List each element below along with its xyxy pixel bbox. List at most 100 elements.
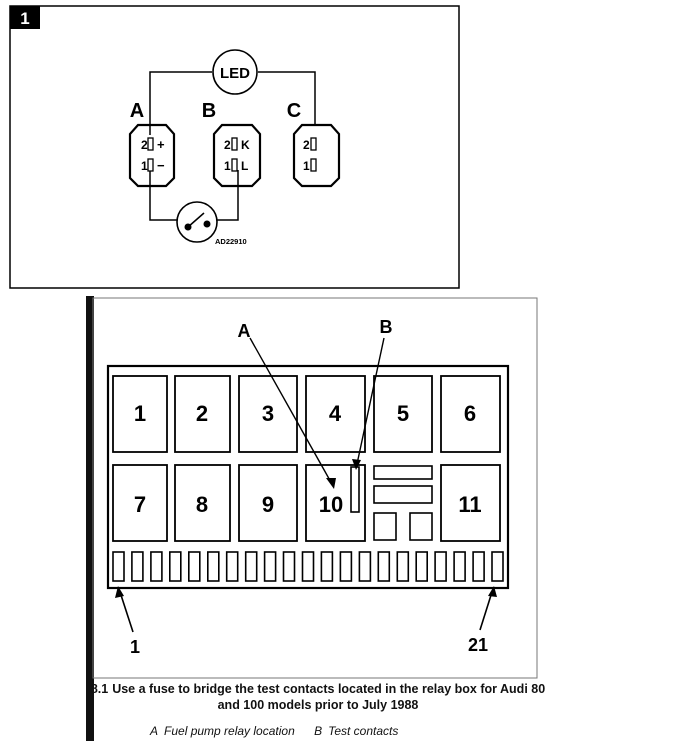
connector-c-label: C — [287, 100, 301, 122]
fuse-slot — [320, 551, 334, 582]
legend-text-a: Fuel pump relay location — [164, 724, 295, 738]
fuse-21-pointer — [479, 591, 493, 631]
connector-a-pin1-label: 1 — [141, 159, 148, 173]
fuse-slot — [396, 551, 410, 582]
relay-9-number: 9 — [262, 492, 274, 517]
relay-10-number: 10 — [319, 492, 343, 517]
figure-legend: A Fuel pump relay location B Test contacts — [150, 724, 404, 738]
fuse-21-arrowhead — [488, 586, 497, 597]
wire-a-to-led — [149, 71, 212, 135]
relay-10 — [305, 464, 366, 542]
fuse-slot — [188, 551, 201, 582]
relay-9 — [238, 464, 298, 542]
fuse-1-arrowhead — [115, 586, 124, 598]
connector-a-housing — [128, 123, 176, 188]
connector-a-pin1-symbol: − — [157, 158, 165, 173]
led-symbol — [212, 49, 258, 95]
led-label: LED — [220, 65, 250, 82]
legend-key-a: A — [150, 724, 159, 738]
relay-4-number: 4 — [329, 401, 342, 426]
figure-1-frame — [9, 5, 460, 289]
connector-a-pin1 — [147, 158, 154, 172]
fuse-slot — [169, 551, 182, 582]
relay-2-number: 2 — [196, 401, 208, 426]
connector-b-pin2-symbol: K — [241, 138, 250, 152]
pointer-b-arrowhead — [352, 459, 361, 470]
fuse-slot — [282, 551, 296, 582]
relay-5-number: 5 — [397, 401, 409, 426]
fuse-slot — [377, 551, 391, 582]
fuse-strip — [112, 551, 504, 582]
block-small-1 — [373, 465, 433, 480]
connector-b-pin1 — [231, 158, 238, 172]
connector-b-pin2-label: 2 — [224, 138, 231, 152]
relay-5 — [373, 375, 433, 453]
connector-b-pin1-symbol: L — [241, 159, 248, 173]
binding-edge — [86, 296, 94, 741]
relay-6 — [440, 375, 501, 453]
pointer-a-label: A — [238, 321, 251, 341]
relay-8-number: 8 — [196, 492, 208, 517]
pointer-b-line — [356, 337, 385, 465]
fuse-slot — [358, 551, 372, 582]
fuse-1-label: 1 — [130, 637, 140, 657]
fuse-slot — [225, 551, 239, 582]
relay-box — [106, 364, 510, 590]
figure-2-frame — [92, 297, 538, 679]
fuse-slot — [244, 551, 258, 582]
legend-text-b: Test contacts — [328, 724, 399, 738]
connector-c-pin1 — [310, 158, 317, 172]
relay-3 — [238, 375, 298, 453]
connector-c-pin2-label: 2 — [303, 138, 310, 152]
fuse-1-pointer — [119, 591, 134, 633]
fuse-slot — [415, 551, 429, 582]
fuse-21-label: 21 — [468, 635, 488, 655]
relay-2 — [174, 375, 231, 453]
figure-1-badge: 1 — [20, 9, 29, 28]
wire-led-to-c — [258, 71, 316, 125]
connector-a-pin2-symbol: + — [157, 137, 165, 152]
connector-b-pin2 — [231, 137, 238, 151]
figure-code: AD22910 — [215, 237, 247, 246]
fuse-slot — [339, 551, 353, 582]
figure-1: 1 LED AD22910 A 2 + 1 − B 2 K 1 L C — [9, 5, 460, 289]
relay-6-number: 6 — [464, 401, 476, 426]
relay-7 — [112, 464, 168, 542]
connector-b-housing — [212, 123, 262, 188]
relay-3-number: 3 — [262, 401, 274, 426]
switch-symbol — [176, 201, 218, 243]
caption-figure-number: 8.1 — [90, 682, 109, 696]
relay-4 — [305, 375, 366, 453]
pointer-a-line — [249, 337, 333, 485]
connector-a-pin2 — [147, 137, 154, 151]
block-small-2 — [373, 485, 433, 504]
connector-b-pin1-label: 1 — [224, 159, 231, 173]
fuse-slot — [263, 551, 277, 582]
fuse-slot — [472, 551, 485, 582]
fuse-slot — [150, 551, 163, 582]
connector-c-pin1-label: 1 — [303, 159, 310, 173]
pointer-a-arrowhead — [326, 478, 336, 489]
connector-c-housing — [292, 123, 341, 188]
fuse-slot — [453, 551, 466, 582]
figure-1-badge-bg — [10, 6, 40, 29]
block-small-4 — [409, 512, 433, 541]
legend-key-b: B — [314, 724, 323, 738]
figure-2: 1 2 3 4 5 6 7 8 9 10 11 A B 1 21 — [86, 296, 538, 741]
relay-11-number: 11 — [458, 492, 481, 517]
connector-a-label: A — [130, 100, 144, 122]
connector-a-pin2-label: 2 — [141, 138, 148, 152]
block-small-3 — [373, 512, 397, 541]
connector-b-label: B — [202, 100, 216, 122]
switch-lever — [187, 212, 205, 228]
wire-switch-to-b — [216, 170, 239, 221]
switch-contact-right — [203, 220, 211, 228]
caption-text: Use a fuse to bridge the test contacts l… — [112, 682, 546, 712]
fuse-slot — [131, 551, 144, 582]
fuse-slot — [301, 551, 315, 582]
fuse-slot — [491, 551, 504, 582]
fuse-slot — [434, 551, 447, 582]
relay-7-number: 7 — [134, 492, 146, 517]
